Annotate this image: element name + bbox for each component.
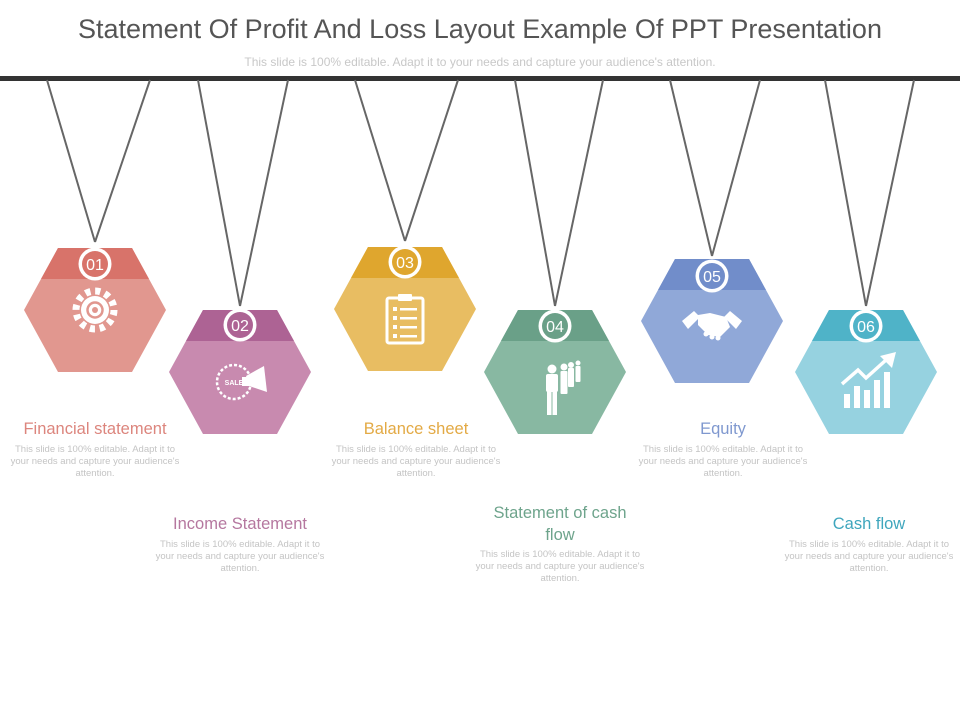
gear-icon [72,287,118,333]
step-06-description: This slide is 100% editable. Adapt it to… [784,539,954,574]
step-05-description: This slide is 100% editable. Adapt it to… [638,444,808,479]
step-03-description: This slide is 100% editable. Adapt it to… [331,444,501,479]
svg-text:06: 06 [857,319,875,336]
hanging-bar [0,76,960,81]
step-03-label: Balance sheet [363,420,469,438]
step-04-description: This slide is 100% editable. Adapt it to… [475,549,645,584]
slide-title: Statement Of Profit And Loss Layout Exam… [78,14,882,44]
number-badge-04: 04 [538,309,572,343]
svg-text:03: 03 [396,255,414,272]
number-badge-03: 03 [388,245,422,279]
step-02-label: Income Statement [173,515,307,533]
team-icon [546,360,581,415]
svg-text:01: 01 [86,257,104,274]
svg-text:02: 02 [231,318,249,335]
sale-megaphone-icon: SALE [215,363,267,401]
step-01-description: This slide is 100% editable. Adapt it to… [10,444,180,479]
step-02-description: This slide is 100% editable. Adapt it to… [155,539,325,574]
svg-text:04: 04 [546,319,564,336]
svg-text:05: 05 [703,269,721,286]
number-badge-05: 05 [695,259,729,293]
number-badge-01: 01 [78,247,112,281]
step-05-label: Equity [700,420,746,438]
step-01-label: Financial statement [23,420,167,438]
slide-subtitle: This slide is 100% editable. Adapt it to… [244,55,716,69]
hanging-strings [46,79,915,307]
step-06-label: Cash flow [832,515,906,533]
number-badge-06: 06 [849,309,883,343]
clipboard-icon [385,294,425,345]
number-badge-02: 02 [223,308,257,342]
step-04-label: Statement of cash flow [493,504,627,544]
svg-text:SALE: SALE [225,380,244,387]
handshake-icon [682,311,742,341]
growth-chart-icon [840,352,896,408]
